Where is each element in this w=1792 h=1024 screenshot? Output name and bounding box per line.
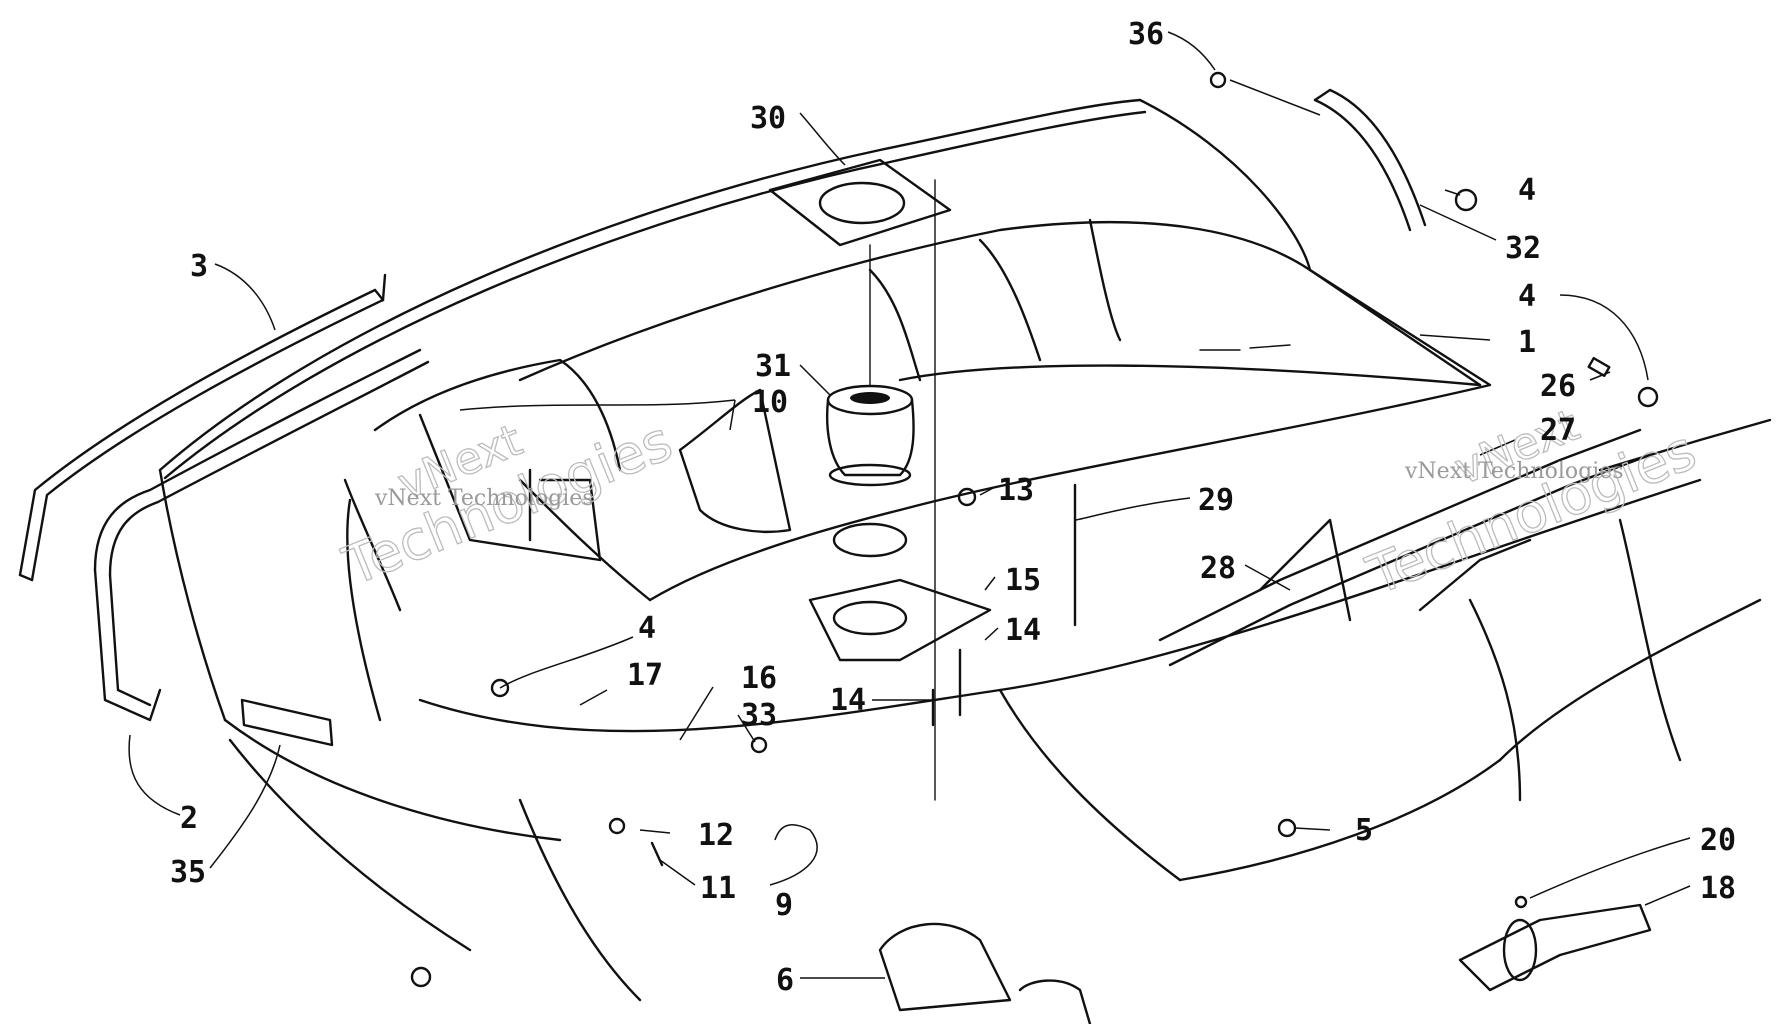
- watermark-right: vNext Technologies: [1358, 399, 1705, 608]
- part-label-20: 20: [1700, 823, 1736, 858]
- part-label-12: 12: [698, 818, 734, 853]
- part-2-bumper: [93, 348, 430, 722]
- part-label-1: 1: [1518, 325, 1536, 360]
- part-label-35: 35: [170, 855, 206, 890]
- part-label-15: 15: [1005, 563, 1041, 598]
- part-label-14: 14: [1005, 613, 1041, 648]
- fasteners: [410, 71, 1659, 988]
- part-label-33: 33: [741, 698, 777, 733]
- part-label-17: 17: [627, 658, 663, 693]
- watermark-text: vNext Technologies: [1404, 459, 1624, 484]
- center-plate: [808, 179, 992, 801]
- part-label-14: 14: [830, 683, 866, 718]
- part-label-9: 9: [775, 888, 793, 923]
- part-30-mounting-plate: [768, 158, 952, 247]
- part-label-31: 31: [755, 349, 791, 384]
- part-label-3: 3: [190, 249, 208, 284]
- part-label-29: 29: [1198, 483, 1234, 518]
- part-label-32: 32: [1505, 231, 1541, 266]
- part-label-16: 16: [741, 661, 777, 696]
- watermark-text: vNext Technologies: [374, 486, 594, 511]
- part-label-30: 30: [750, 101, 786, 136]
- part-label-10: 10: [752, 385, 788, 420]
- part-label-28: 28: [1200, 551, 1236, 586]
- part-label-27: 27: [1540, 413, 1576, 448]
- part-32-strip: [1313, 88, 1427, 232]
- part-label-11: 11: [700, 871, 736, 906]
- part-6-light: [878, 922, 1092, 1024]
- hood-shell: [158, 98, 1762, 1002]
- part-labels: 36 30 4 32 3 4 1 31 26 10 27 13 29 28 15…: [170, 17, 1736, 998]
- part-31-boot: [825, 384, 915, 487]
- part-28-rail: [1158, 418, 1772, 667]
- part-label-36: 36: [1128, 17, 1164, 52]
- inner-dash-left: [343, 358, 622, 722]
- leader-lines: [128, 31, 1691, 979]
- part-3-trim-strip: [18, 273, 387, 582]
- part-label-18: 18: [1700, 871, 1736, 906]
- part-label-4: 4: [1518, 279, 1536, 314]
- part-label-26: 26: [1540, 369, 1576, 404]
- part-18-bracket: [1458, 903, 1652, 992]
- part-35-handle: [240, 698, 334, 747]
- part-label-2: 2: [180, 801, 198, 836]
- part-label-6: 6: [776, 963, 794, 998]
- part-label-5: 5: [1355, 813, 1373, 848]
- part-label-4: 4: [638, 611, 656, 646]
- part-10-bracket: [678, 388, 792, 533]
- watermark-left: vNext Technologies: [334, 409, 681, 599]
- part-label-13: 13: [998, 473, 1034, 508]
- part-label-4: 4: [1518, 173, 1536, 208]
- hood-top-panel: [518, 218, 1492, 602]
